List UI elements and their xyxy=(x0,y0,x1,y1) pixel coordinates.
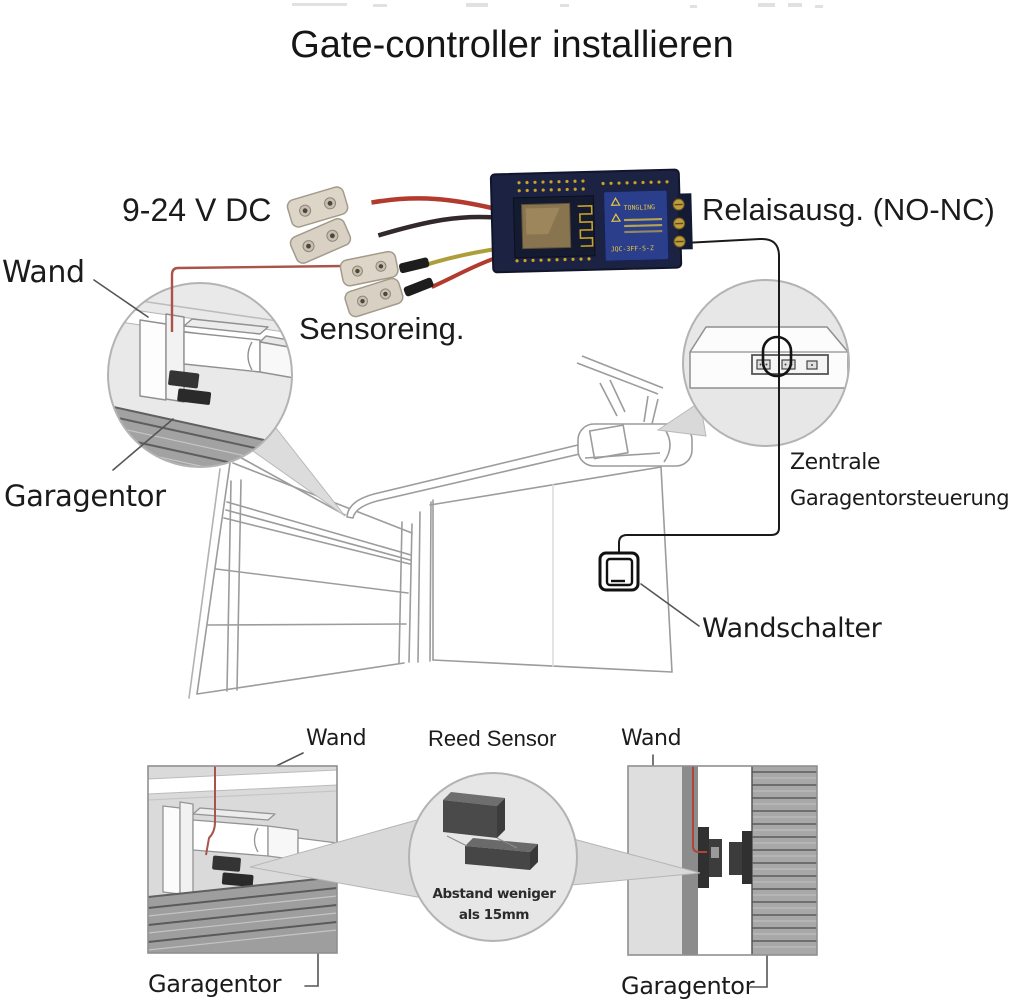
garage-opener xyxy=(576,355,693,467)
reed-sensor-label: Reed Sensor xyxy=(428,726,557,751)
garage-door-label-bottom-left: Garagentor xyxy=(148,970,282,998)
relay-brand-text: TONGLING xyxy=(624,203,656,212)
wall-label-bottom-left: Wand xyxy=(306,726,367,751)
central-control-inset xyxy=(682,279,850,447)
central-control-label-line1: Zentrale xyxy=(790,450,881,475)
relay-model-text: JQC-3FF-S-Z xyxy=(611,244,654,253)
bottom-right-detail xyxy=(627,765,818,956)
distance-note-line2: als 15mm xyxy=(458,907,530,923)
garage-sketch xyxy=(188,443,673,699)
sensor-wire xyxy=(170,264,345,332)
distance-note-line1: Abstand weniger xyxy=(432,886,556,902)
terminal-highlight xyxy=(761,335,793,378)
controller-pcb: TONGLING JQC-3FF-S-Z xyxy=(286,168,693,318)
wall-label-upper: Wand xyxy=(2,255,85,290)
esp-module xyxy=(512,195,596,259)
reed-sensor-inset xyxy=(408,772,578,942)
sensor-terminal-blocks xyxy=(339,250,404,318)
wall-label-bottom-right: Wand xyxy=(621,726,682,751)
central-control-label-line2: Garagentorsteuerung xyxy=(790,486,1010,510)
right-callout-tail xyxy=(656,401,707,437)
sensor-input-label: Sensoreing. xyxy=(299,311,465,346)
wall-switch-icon xyxy=(598,551,640,592)
relay-module: TONGLING JQC-3FF-S-Z xyxy=(602,189,670,263)
page-title: Gate-controller installieren xyxy=(290,24,734,66)
garage-door-label-upper: Garagentor xyxy=(4,479,166,513)
power-terminal-blocks xyxy=(286,186,352,264)
power-label: 9-24 V DC xyxy=(122,192,272,228)
garage-door-label-bottom-right: Garagentor xyxy=(621,972,755,1000)
relay-output-line xyxy=(618,237,780,553)
wall-switch-label: Wandschalter xyxy=(702,613,882,644)
top-crop-artifacts xyxy=(292,3,823,8)
relay-output-label: Relaisausg. (NO-NC) xyxy=(702,192,995,227)
relay-screw-terminals xyxy=(672,198,686,248)
door-sensor-inset xyxy=(107,282,293,468)
